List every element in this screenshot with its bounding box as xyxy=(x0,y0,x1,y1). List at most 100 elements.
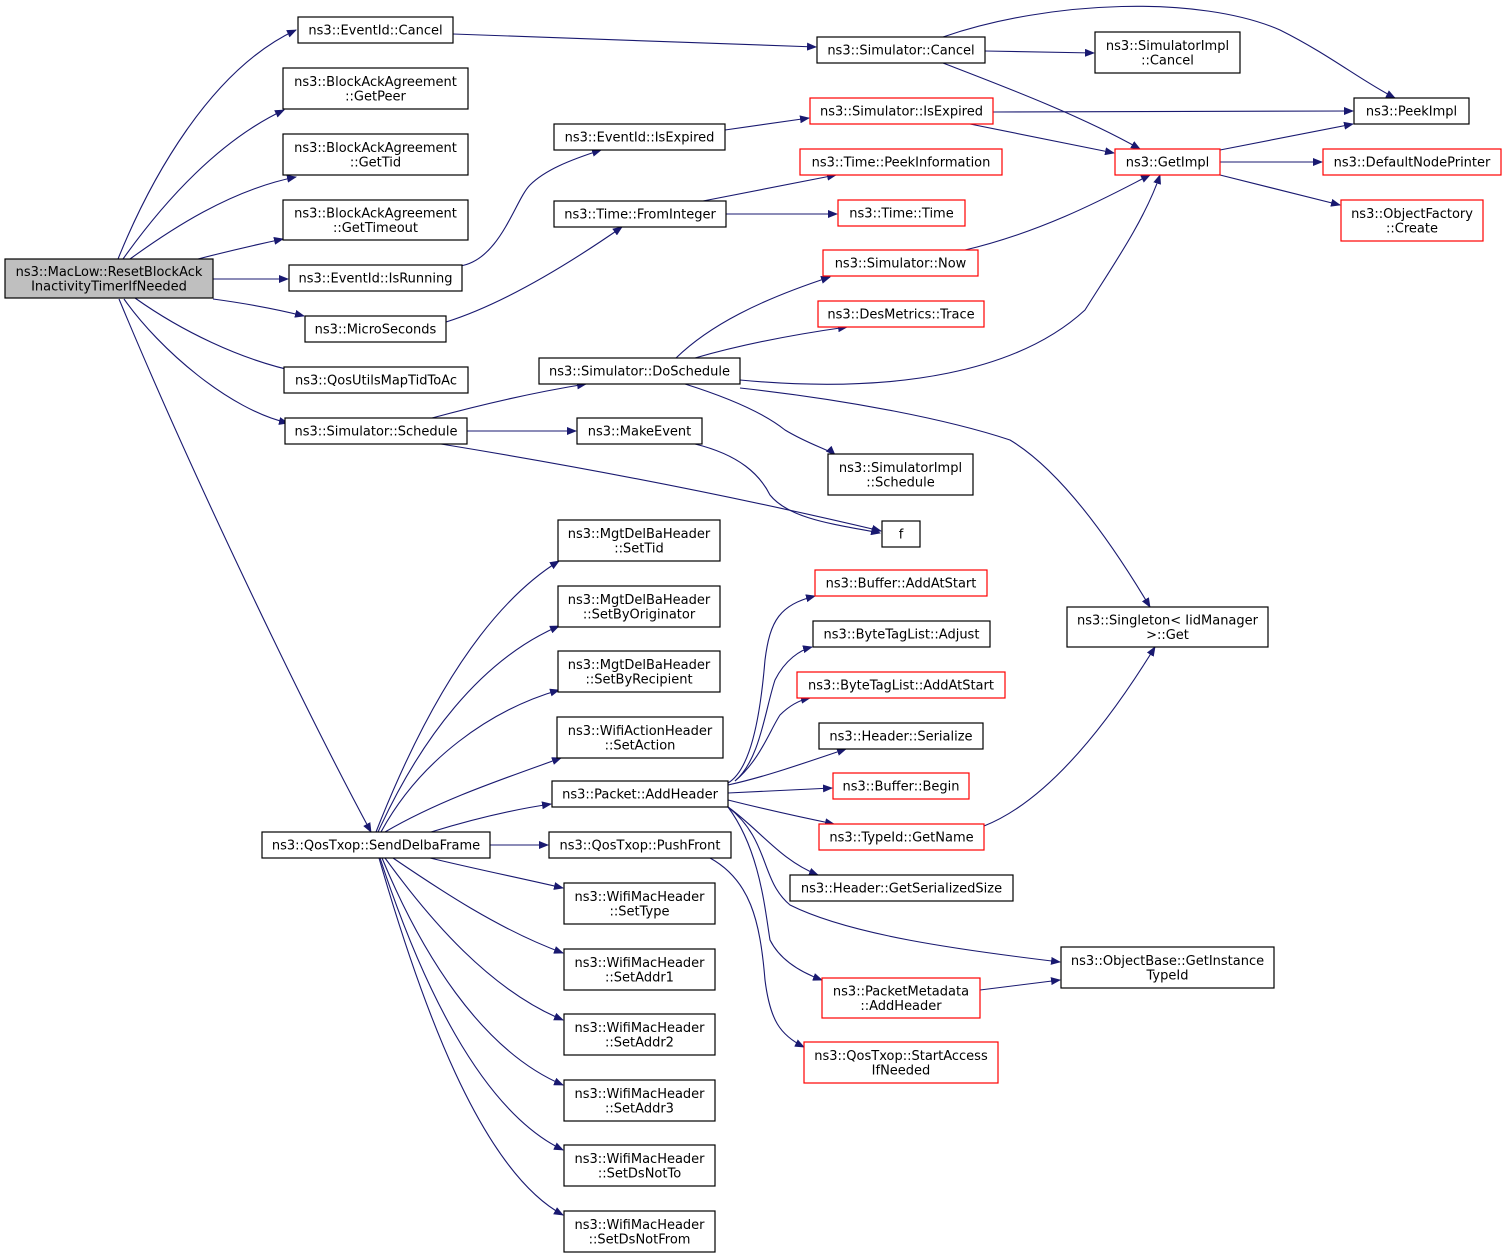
node-time-time[interactable]: ns3::Time::Time xyxy=(837,199,966,227)
node-eventid-isrunning[interactable]: ns3::EventId::IsRunning xyxy=(288,264,463,292)
node-box xyxy=(789,874,1014,902)
edge-arrow xyxy=(979,977,1061,991)
node-wmh-setaddr2[interactable]: ns3::WifiMacHeader::SetAddr2 xyxy=(563,1013,716,1056)
node-label: ns3::DefaultNodePrinter xyxy=(1334,156,1491,171)
node-label: ns3::MacLow::ResetBlockAck xyxy=(16,265,203,280)
node-mgt-setbyrecip[interactable]: ns3::MgtDelBaHeader::SetByRecipient xyxy=(557,650,721,693)
node-simimpl-cancel[interactable]: ns3::SimulatorImpl::Cancel xyxy=(1094,31,1241,74)
node-label: ::GetPeer xyxy=(345,89,406,104)
node-wmh-setdsnotfrom[interactable]: ns3::WifiMacHeader::SetDsNotFrom xyxy=(563,1210,716,1253)
node-label: ns3::Buffer::AddAtStart xyxy=(826,577,977,592)
node-label: ns3::ByteTagList::Adjust xyxy=(824,628,980,643)
node-box xyxy=(304,315,447,343)
node-wifiaction-setaction[interactable]: ns3::WifiActionHeader::SetAction xyxy=(556,716,724,759)
node-label: ns3::WifiActionHeader xyxy=(568,724,713,739)
node-sim-now[interactable]: ns3::Simulator::Now xyxy=(822,249,979,277)
node-ba-gettid[interactable]: ns3::BlockAckAgreement::GetTid xyxy=(282,133,469,176)
node-btl-addatstart[interactable]: ns3::ByteTagList::AddAtStart xyxy=(796,671,1006,699)
node-mgt-setbyorig[interactable]: ns3::MgtDelBaHeader::SetByOriginator xyxy=(557,585,721,628)
node-microseconds[interactable]: ns3::MicroSeconds xyxy=(304,315,447,343)
node-box xyxy=(563,1144,716,1187)
node-label: ns3::SimulatorImpl xyxy=(1106,39,1229,54)
edge-arrow xyxy=(734,645,813,782)
node-label: ns3::Singleton< IidManager xyxy=(1077,613,1259,628)
node-eventid-isexpired[interactable]: ns3::EventId::IsExpired xyxy=(553,123,726,151)
node-buffer-begin[interactable]: ns3::Buffer::Begin xyxy=(832,772,970,800)
node-header-getsersize[interactable]: ns3::Header::GetSerializedSize xyxy=(789,874,1014,902)
node-label: ns3::MakeEvent xyxy=(588,425,692,440)
node-label: ns3::WifiMacHeader xyxy=(574,1152,705,1167)
node-peekimpl[interactable]: ns3::PeekImpl xyxy=(1353,97,1470,125)
node-eventid-cancel[interactable]: ns3::EventId::Cancel xyxy=(297,16,454,44)
node-sim-cancel[interactable]: ns3::Simulator::Cancel xyxy=(816,36,986,64)
node-typeid-getname[interactable]: ns3::TypeId::GetName xyxy=(818,823,985,851)
node-label: ::SetAddr1 xyxy=(605,970,674,985)
node-label: ::SetDsNotTo xyxy=(598,1166,681,1181)
node-wmh-setaddr3[interactable]: ns3::WifiMacHeader::SetAddr3 xyxy=(563,1079,716,1122)
edge-arrow xyxy=(675,276,831,359)
node-packet-addheader[interactable]: ns3::Packet::AddHeader xyxy=(551,780,729,808)
node-time-peekinfo[interactable]: ns3::Time::PeekInformation xyxy=(799,148,1003,176)
node-btl-adjust[interactable]: ns3::ByteTagList::Adjust xyxy=(812,620,991,648)
edge-qostxop_pushfront-to-qostxop_startaccess xyxy=(709,857,805,1048)
node-qosutils[interactable]: ns3::QosUtilsMapTidToAc xyxy=(283,366,469,394)
node-sim-isexpired[interactable]: ns3::Simulator::IsExpired xyxy=(809,97,994,125)
node-header-serialize[interactable]: ns3::Header::Serialize xyxy=(818,722,984,750)
node-ba-gettimeout[interactable]: ns3::BlockAckAgreement::GetTimeout xyxy=(282,199,469,241)
node-label: ns3::PacketMetadata xyxy=(833,984,969,999)
node-desmetrics-trace[interactable]: ns3::DesMetrics::Trace xyxy=(817,300,985,328)
edge-packet_addheader-to-objbase_getinst xyxy=(727,806,1061,965)
node-sim-schedule[interactable]: ns3::Simulator::Schedule xyxy=(284,417,468,445)
edge-arrow xyxy=(381,857,564,1086)
edge-arrow xyxy=(739,387,1151,608)
node-label: ::Schedule xyxy=(866,475,935,490)
node-defaultnodeprinter[interactable]: ns3::DefaultNodePrinter xyxy=(1322,148,1502,176)
node-label: IfNeeded xyxy=(872,1063,931,1078)
node-label: ns3::MicroSeconds xyxy=(315,323,437,338)
node-box xyxy=(556,716,724,759)
edge-packet_addheader-to-btl_addatstart xyxy=(734,695,811,782)
node-f[interactable]: f xyxy=(881,520,921,548)
node-label: ::Create xyxy=(1386,221,1438,236)
edge-sim_cancel-to-peekimpl xyxy=(942,5,1396,99)
node-pktmeta-addheader[interactable]: ns3::PacketMetadata::AddHeader xyxy=(821,977,981,1019)
node-label: ::AddHeader xyxy=(860,999,942,1014)
edge-arrow xyxy=(992,107,1354,116)
node-makeevent[interactable]: ns3::MakeEvent xyxy=(576,417,703,445)
node-box xyxy=(817,300,985,328)
edge-arrow xyxy=(942,5,1396,99)
edge-pktmeta_addheader-to-objbase_getinst xyxy=(979,977,1061,991)
node-box xyxy=(553,200,727,228)
node-label: ns3::TypeId::GetName xyxy=(829,831,973,846)
node-singleton-get[interactable]: ns3::Singleton< IidManager>::Get xyxy=(1066,606,1269,648)
node-senddelba[interactable]: ns3::QosTxop::SendDelbaFrame xyxy=(261,831,491,859)
node-ba-getpeer[interactable]: ns3::BlockAckAgreement::GetPeer xyxy=(282,67,469,110)
node-label: ::SetDsNotFrom xyxy=(589,1232,691,1247)
edge-arrow xyxy=(118,298,372,833)
edge-arrow xyxy=(694,324,848,359)
node-mgt-settid[interactable]: ns3::MgtDelBaHeader::SetTid xyxy=(557,519,721,562)
node-label: ns3::BlockAckAgreement xyxy=(294,206,457,221)
node-getimpl[interactable]: ns3::GetImpl xyxy=(1114,148,1221,176)
edge-arrow xyxy=(727,748,847,786)
node-sim-doschedule[interactable]: ns3::Simulator::DoSchedule xyxy=(538,357,741,385)
node-simimpl-schedule[interactable]: ns3::SimulatorImpl::Schedule xyxy=(827,453,974,496)
node-wmh-settype[interactable]: ns3::WifiMacHeader::SetType xyxy=(563,882,716,925)
node-wmh-setdsnotto[interactable]: ns3::WifiMacHeader::SetDsNotTo xyxy=(563,1144,716,1187)
node-box xyxy=(538,357,741,385)
edge-arrow xyxy=(739,174,1161,385)
node-label: ns3::DesMetrics::Trace xyxy=(827,308,974,323)
node-qostxop-pushfront[interactable]: ns3::QosTxop::PushFront xyxy=(548,831,732,859)
node-buffer-addatstart[interactable]: ns3::Buffer::AddAtStart xyxy=(814,569,988,597)
edge-arrow xyxy=(134,297,300,375)
edge-arrow xyxy=(724,115,810,131)
node-box xyxy=(832,772,970,800)
edge-eventid_cancel-to-sim_cancel xyxy=(452,33,817,51)
node-time-frominteger[interactable]: ns3::Time::FromInteger xyxy=(553,200,727,228)
node-label: ns3::Simulator::Cancel xyxy=(827,44,974,59)
node-objfactory-create[interactable]: ns3::ObjectFactory::Create xyxy=(1340,199,1484,242)
node-wmh-setaddr1[interactable]: ns3::WifiMacHeader::SetAddr1 xyxy=(563,948,716,991)
edge-arrow xyxy=(709,857,805,1048)
